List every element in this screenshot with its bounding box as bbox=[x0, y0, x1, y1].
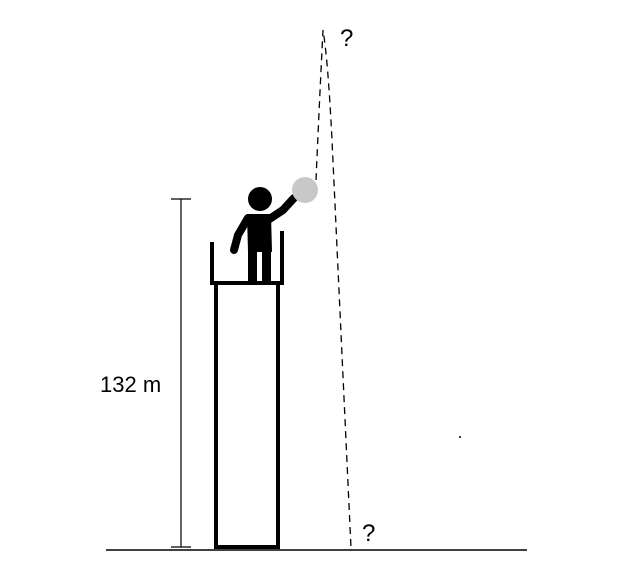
speck bbox=[459, 436, 461, 438]
peak-question-mark: ? bbox=[340, 25, 353, 52]
ball bbox=[292, 177, 318, 203]
person-icon bbox=[230, 187, 298, 281]
height-label: 132 m bbox=[100, 372, 161, 397]
tower bbox=[214, 281, 280, 549]
trajectory-path bbox=[315, 29, 352, 549]
tower-railing bbox=[210, 231, 284, 285]
height-dimension bbox=[171, 198, 191, 548]
landing-question-mark: ? bbox=[362, 520, 375, 547]
